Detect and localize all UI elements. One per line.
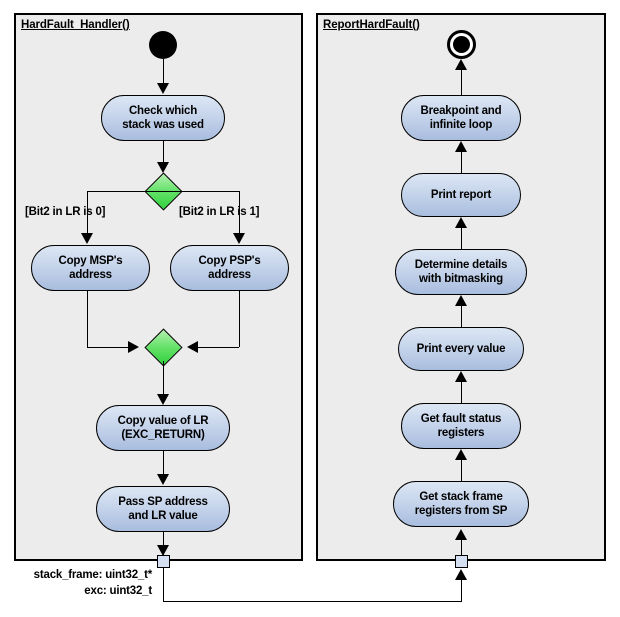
arrowhead-branch-left bbox=[81, 233, 93, 244]
action-check-stack-line1: Check which bbox=[128, 105, 198, 117]
action-copy-msp-line2: address bbox=[69, 269, 112, 281]
flow-decision-branch-bar bbox=[87, 191, 239, 192]
flow-breakpoint-to-final bbox=[461, 70, 462, 96]
action-copy-lr-line1: Copy value of LR bbox=[117, 415, 209, 427]
arrowhead-psp-to-merge bbox=[187, 341, 198, 353]
output-pin-parameter-labels: stack_frame: uint32_t* exc: uint32_t bbox=[0, 567, 153, 599]
flow-psp-to-merge-left bbox=[196, 347, 239, 348]
arrowhead-faultstatus-to-printevery bbox=[455, 371, 467, 382]
action-print-every-value-line1: Print every value bbox=[416, 343, 506, 355]
flow-pin-to-pin-right-up bbox=[461, 580, 462, 602]
action-copy-psp-line1: Copy PSP's bbox=[198, 255, 261, 267]
arrowhead-passsp-to-pin bbox=[157, 545, 169, 556]
arrowhead-stackframe-to-faultstatus bbox=[455, 449, 467, 460]
action-pass-sp[interactable]: Pass SP address and LR value bbox=[96, 486, 230, 532]
arrowhead-printevery-to-determine bbox=[455, 295, 467, 306]
action-determine-details[interactable]: Determine details with bitmasking bbox=[395, 249, 527, 295]
arrowhead-check-to-decision bbox=[157, 162, 169, 173]
flow-pin-to-pin-left-down bbox=[163, 567, 164, 602]
flow-stackframe-to-faultstatus bbox=[461, 460, 462, 483]
action-get-fault-status[interactable]: Get fault status registers bbox=[401, 403, 521, 449]
arrowhead-printreport-to-breakpoint bbox=[455, 141, 467, 152]
final-node bbox=[447, 30, 476, 59]
action-breakpoint-line2: infinite loop bbox=[429, 119, 493, 131]
flow-determine-to-printreport bbox=[461, 228, 462, 251]
action-determine-details-line1: Determine details bbox=[414, 259, 508, 271]
initial-node bbox=[149, 31, 177, 59]
param-stack-frame: stack_frame: uint32_t* bbox=[33, 569, 153, 581]
flow-initial-to-check bbox=[163, 59, 164, 85]
arrowhead-pin-to-pin bbox=[455, 569, 467, 580]
action-print-every-value[interactable]: Print every value bbox=[398, 327, 524, 371]
action-breakpoint[interactable]: Breakpoint and infinite loop bbox=[401, 95, 521, 141]
action-copy-lr[interactable]: Copy value of LR (EXC_RETURN) bbox=[96, 405, 230, 451]
flow-printreport-to-breakpoint bbox=[461, 152, 462, 175]
panel-title-report-hardfault: ReportHardFault() bbox=[323, 19, 420, 31]
flow-copylr-to-passsp bbox=[163, 451, 164, 479]
action-print-report[interactable]: Print report bbox=[401, 173, 521, 217]
guard-label-bit2-one: [Bit2 in LR is 1] bbox=[179, 206, 260, 218]
arrowhead-initial-to-check bbox=[157, 83, 169, 94]
param-exc: exc: uint32_t bbox=[84, 585, 152, 597]
guard-label-bit2-zero: [Bit2 in LR is 0] bbox=[25, 206, 106, 218]
flow-merge-to-copylr bbox=[163, 361, 164, 399]
flow-branch-right-down bbox=[239, 191, 240, 237]
action-copy-lr-line2: (EXC_RETURN) bbox=[121, 429, 205, 441]
arrowhead-msp-to-merge bbox=[128, 341, 139, 353]
action-pass-sp-line2: and LR value bbox=[128, 510, 198, 522]
action-copy-psp-line2: address bbox=[208, 269, 251, 281]
action-copy-msp-line1: Copy MSP's bbox=[58, 255, 123, 267]
action-get-fault-status-line2: registers bbox=[437, 427, 485, 439]
flow-msp-to-merge-down bbox=[87, 291, 88, 347]
action-copy-msp[interactable]: Copy MSP's address bbox=[31, 245, 150, 291]
panel-title-hardfault-handler: HardFault_Handler() bbox=[21, 19, 130, 31]
input-pin-report-hardfault[interactable] bbox=[455, 555, 468, 568]
action-breakpoint-line1: Breakpoint and bbox=[420, 105, 502, 117]
flow-printevery-to-determine bbox=[461, 306, 462, 329]
flow-pin-to-pin-across bbox=[163, 601, 462, 602]
action-print-report-line1: Print report bbox=[430, 189, 492, 201]
action-check-stack[interactable]: Check which stack was used bbox=[101, 95, 225, 141]
arrowhead-merge-to-copylr bbox=[157, 394, 169, 405]
flow-branch-left-down bbox=[87, 191, 88, 237]
action-get-stack-frame-regs-line2: registers from SP bbox=[414, 505, 508, 517]
action-pass-sp-line1: Pass SP address bbox=[118, 496, 208, 508]
arrowhead-determine-to-printreport bbox=[455, 217, 467, 228]
action-get-stack-frame-regs-line1: Get stack frame bbox=[419, 491, 503, 503]
arrowhead-branch-right bbox=[233, 233, 245, 244]
flow-psp-to-merge-down bbox=[239, 291, 240, 347]
arrowhead-pin-to-stackframe bbox=[455, 529, 467, 540]
action-get-fault-status-line1: Get fault status bbox=[420, 413, 502, 425]
arrowhead-copylr-to-passsp bbox=[157, 474, 169, 485]
final-node-core bbox=[453, 36, 470, 53]
arrowhead-breakpoint-to-final bbox=[455, 59, 467, 70]
action-check-stack-line2: stack was used bbox=[122, 119, 204, 131]
action-determine-details-line2: with bitmasking bbox=[419, 273, 503, 285]
flow-passsp-to-pin bbox=[163, 532, 164, 556]
action-copy-psp[interactable]: Copy PSP's address bbox=[170, 245, 289, 291]
flow-msp-to-merge-right bbox=[87, 347, 130, 348]
action-get-stack-frame-regs[interactable]: Get stack frame registers from SP bbox=[393, 481, 529, 527]
flow-check-to-decision bbox=[163, 141, 164, 167]
flow-pin-to-stackframe bbox=[461, 540, 462, 560]
flow-faultstatus-to-printevery bbox=[461, 382, 462, 405]
